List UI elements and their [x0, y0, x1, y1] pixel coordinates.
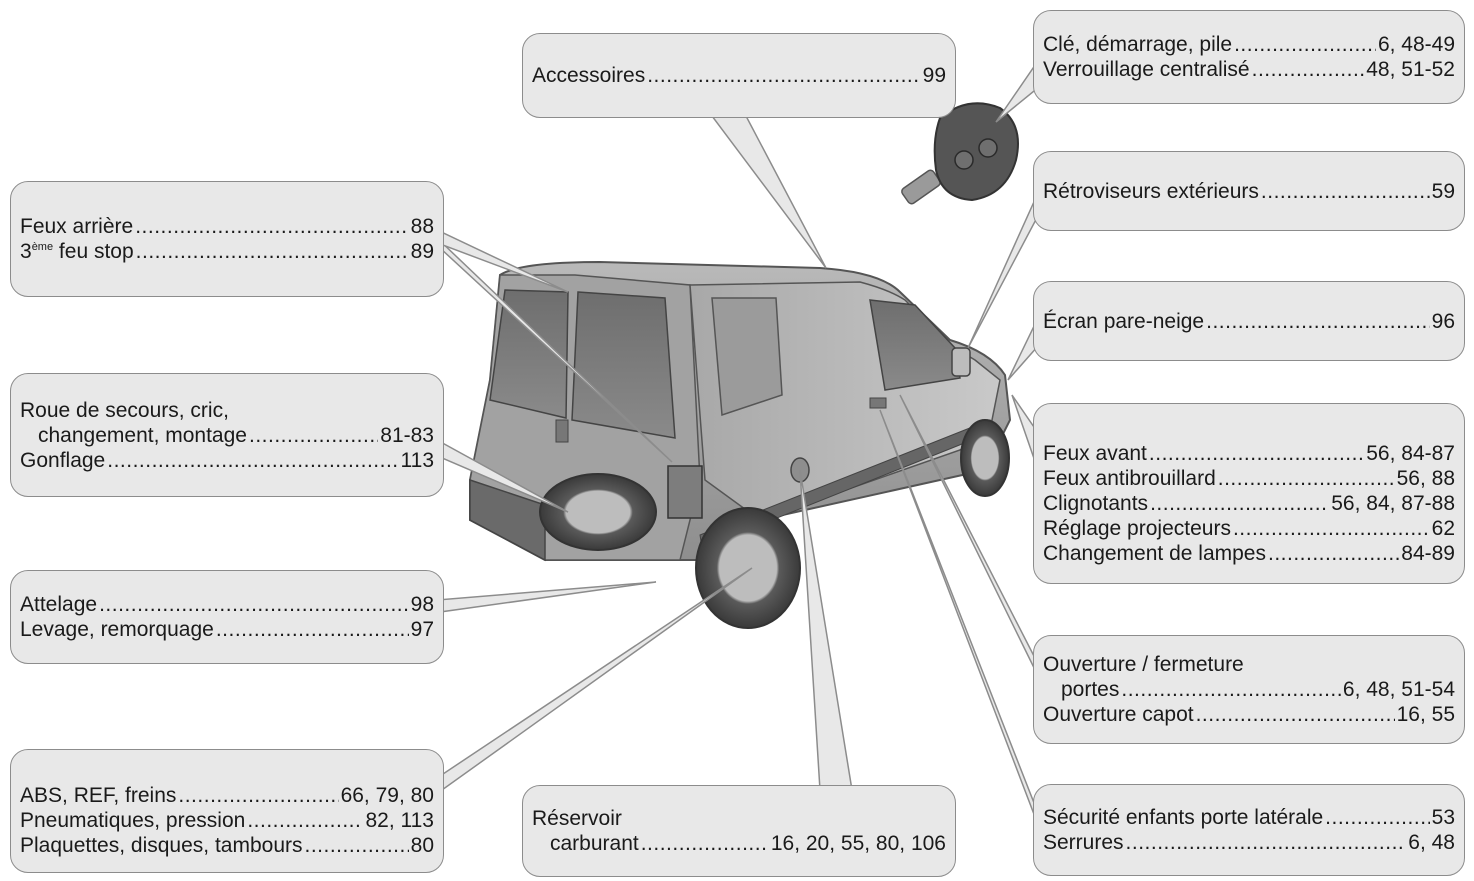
index-row[interactable]: Sécurité enfants porte latérale53	[1043, 805, 1455, 830]
key-illustration	[901, 102, 1019, 205]
index-row[interactable]: Changement de lampes84-89	[1043, 541, 1455, 566]
index-row[interactable]: Plaquettes, disques, tambours80	[20, 833, 434, 858]
index-row[interactable]: Rétroviseurs extérieurs59	[1043, 179, 1455, 204]
index-row[interactable]: Levage, remorquage97	[20, 617, 434, 642]
index-row[interactable]: Pneumatiques, pression82, 113	[20, 808, 434, 833]
index-row[interactable]: Ouverture capot16, 55	[1043, 702, 1455, 727]
van-illustration	[469, 260, 1012, 629]
index-row[interactable]: Serrures6, 48	[1043, 830, 1455, 855]
index-row[interactable]: Attelage98	[20, 592, 434, 617]
index-row[interactable]: Clé, démarrage, pile6, 48-49	[1043, 32, 1455, 57]
callout-securite: Sécurité enfants porte latérale53 Serrur…	[1033, 784, 1465, 876]
callout-feux-arriere: Feux arrière88 3ème feu stop89	[10, 181, 444, 297]
index-row[interactable]: portes6, 48, 51-54	[1043, 677, 1455, 702]
index-row[interactable]: Feux arrière88	[20, 214, 434, 239]
callout-retroviseurs: Rétroviseurs extérieurs59	[1033, 151, 1465, 231]
callout-feux-avant: Feux avant56, 84-87 Feux antibrouillard5…	[1033, 403, 1465, 584]
index-row[interactable]: Réglage projecteurs62	[1043, 516, 1455, 541]
index-row[interactable]: Verrouillage centralisé48, 51-52	[1043, 57, 1455, 82]
index-row[interactable]: 3ème feu stop89	[20, 239, 434, 264]
callout-cle: Clé, démarrage, pile6, 48-49 Verrouillag…	[1033, 10, 1465, 104]
index-row[interactable]: Roue de secours, cric,	[20, 398, 229, 422]
callout-attelage: Attelage98 Levage, remorquage97	[10, 570, 444, 664]
callout-roue: Roue de secours, cric, changement, monta…	[10, 373, 444, 497]
index-row[interactable]: changement, montage81-83	[20, 423, 434, 448]
index-row[interactable]: Réservoir	[532, 807, 622, 830]
index-row[interactable]: Feux avant56, 84-87	[1043, 441, 1455, 466]
index-row[interactable]: Accessoires99	[532, 63, 946, 88]
callout-reservoir: Réservoir carburant16, 20, 55, 80, 106	[522, 785, 956, 877]
callout-accessoires: Accessoires99	[522, 33, 956, 118]
index-row[interactable]: Ouverture / fermeture	[1043, 653, 1244, 676]
index-row[interactable]: carburant16, 20, 55, 80, 106	[532, 831, 946, 856]
callout-ecran: Écran pare-neige96	[1033, 281, 1465, 361]
callout-ouverture: Ouverture / fermeture portes6, 48, 51-54…	[1033, 635, 1465, 744]
callout-abs: ABS, REF, freins66, 79, 80 Pneumatiques,…	[10, 749, 444, 873]
index-row[interactable]: Écran pare-neige96	[1043, 309, 1455, 334]
index-row[interactable]: Gonflage113	[20, 448, 434, 473]
index-row[interactable]: Feux antibrouillard56, 88	[1043, 466, 1455, 491]
index-row[interactable]: ABS, REF, freins66, 79, 80	[20, 783, 434, 808]
index-row[interactable]: Clignotants56, 84, 87-88	[1043, 491, 1455, 516]
